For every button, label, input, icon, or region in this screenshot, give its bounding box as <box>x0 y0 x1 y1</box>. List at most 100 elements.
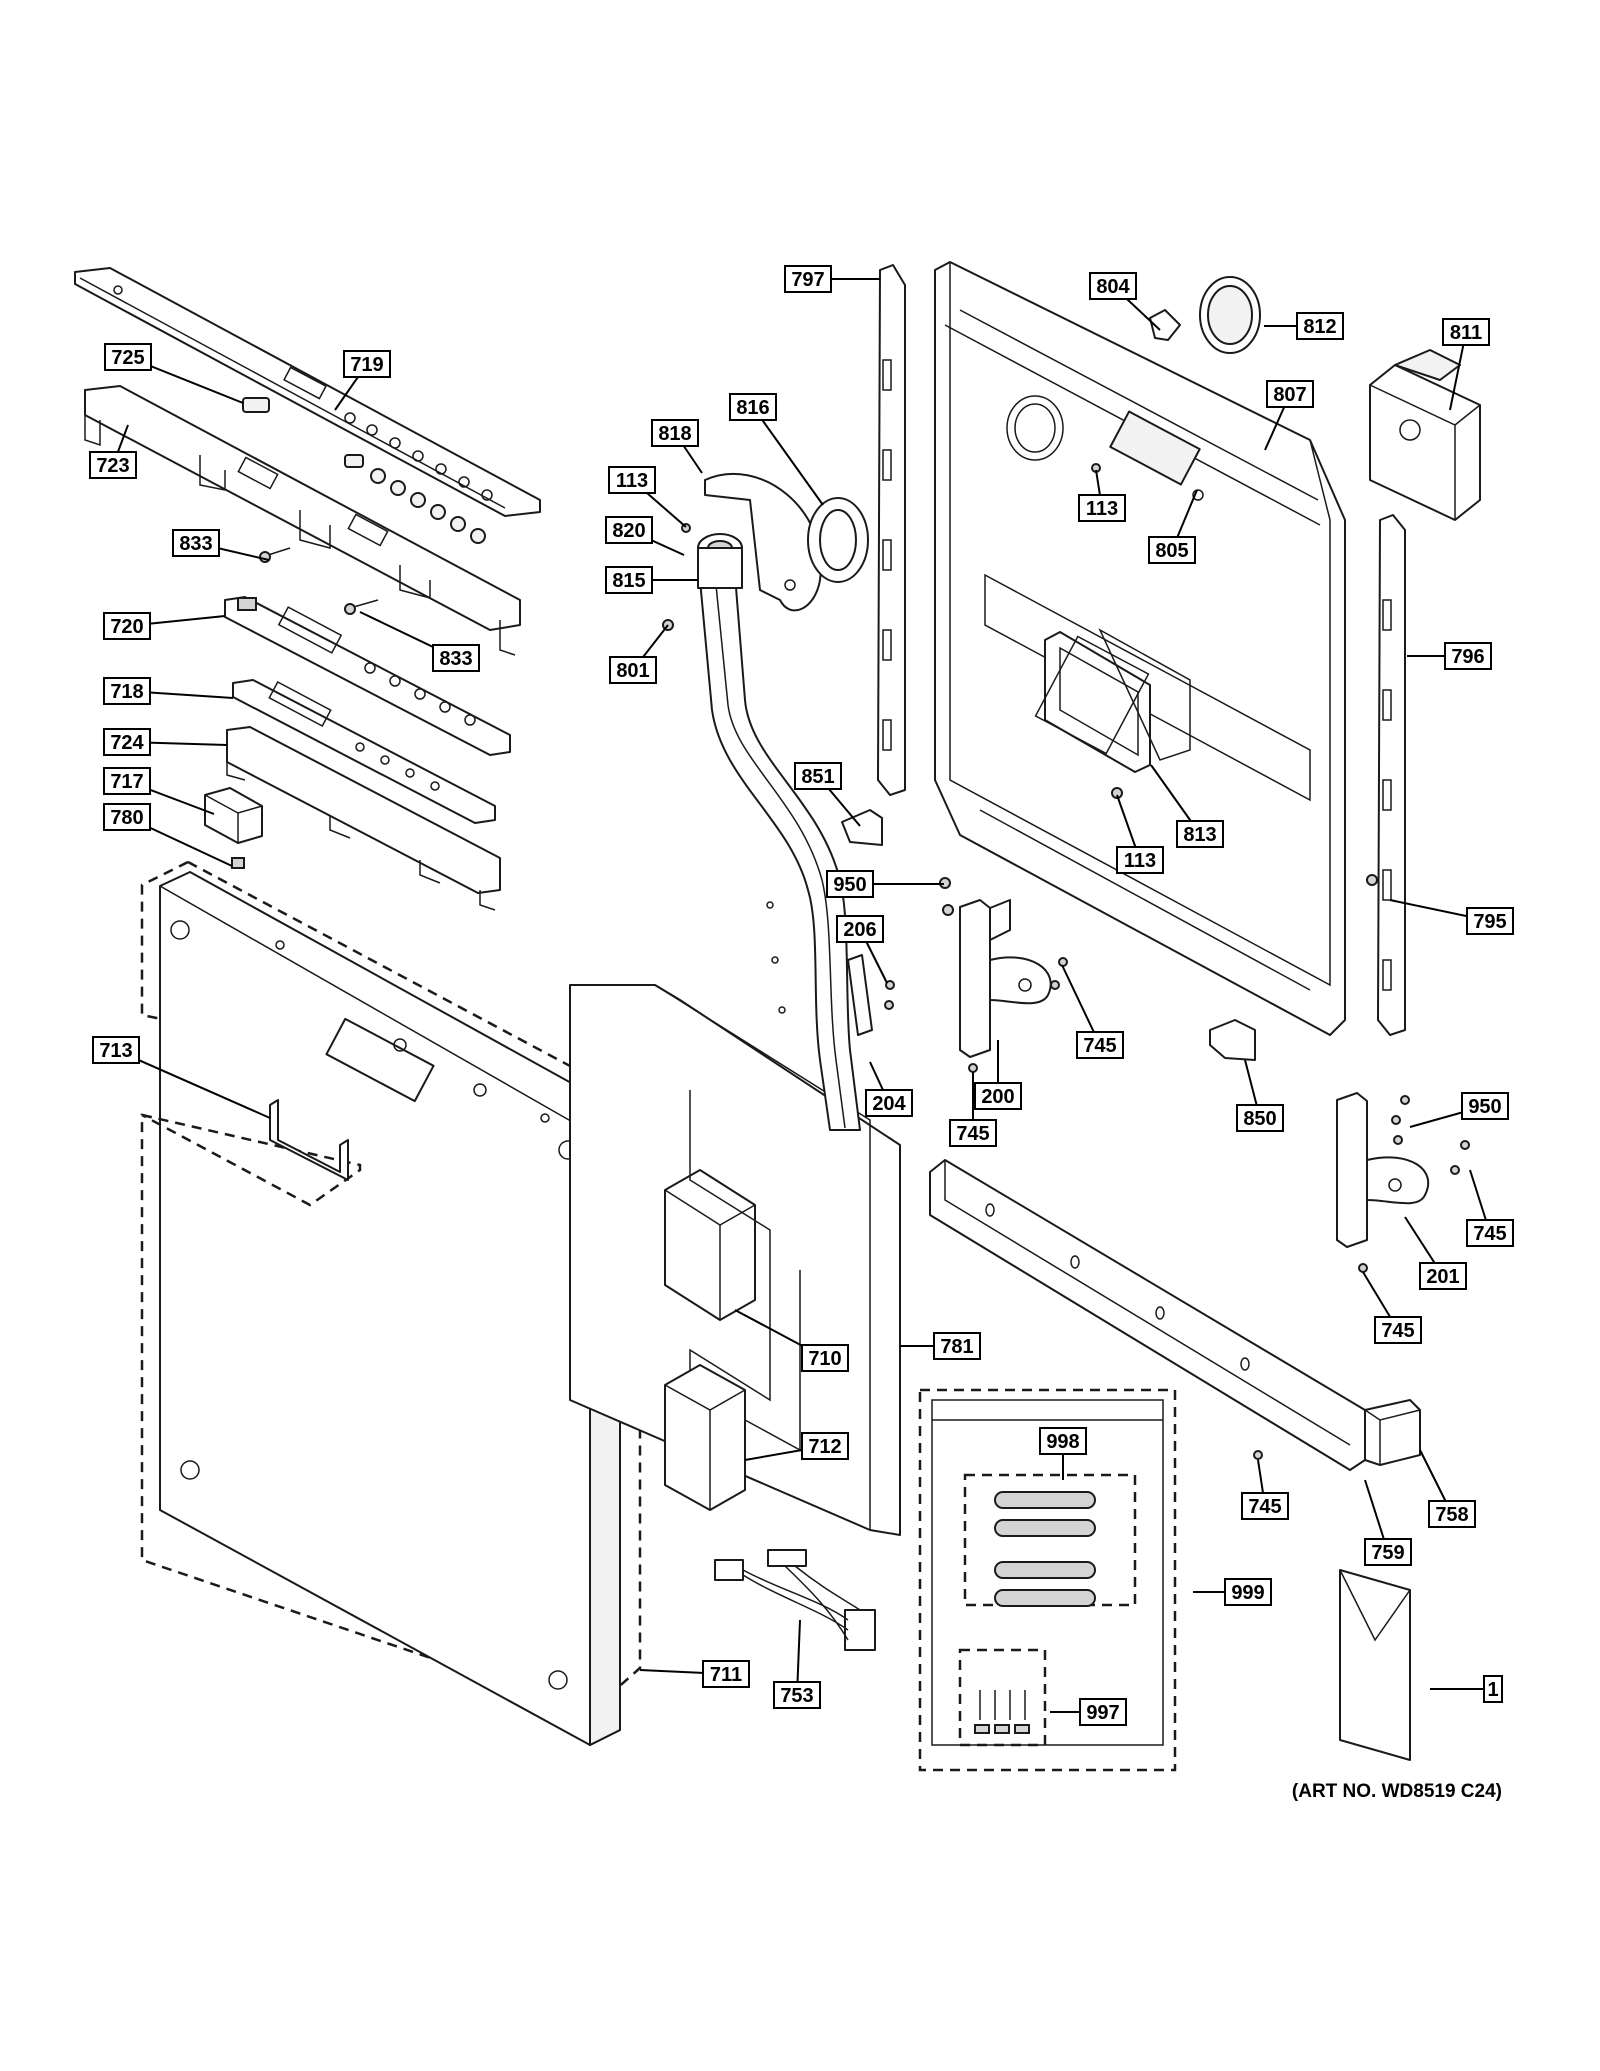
art-number: (ART NO. WD8519 C24) <box>1292 1781 1502 1802</box>
callout-number: 807 <box>1273 384 1306 406</box>
callout-719: 719 <box>334 350 391 411</box>
callout-number: 745 <box>1083 1035 1116 1057</box>
callout-box <box>1089 272 1137 300</box>
callout-833: 833 <box>359 611 480 672</box>
callout-box <box>826 870 874 898</box>
leader-line <box>115 1049 271 1119</box>
callout-box <box>103 677 151 705</box>
callout-number: 997 <box>1086 1702 1119 1724</box>
vent-cover-818 <box>704 473 822 612</box>
control-buttons-row <box>344 454 486 544</box>
callout-816: 816 <box>729 393 824 506</box>
vent-hose-815 <box>699 574 861 1131</box>
callout-number: 795 <box>1473 911 1506 933</box>
callout-number: 710 <box>808 1348 841 1370</box>
callout-box <box>1461 1092 1509 1120</box>
callout-box <box>1374 1316 1422 1344</box>
callout-number: 718 <box>110 681 143 703</box>
callout-745: 745 <box>949 1072 997 1147</box>
callout-number: 758 <box>1435 1504 1468 1526</box>
callout-box <box>1039 1427 1087 1455</box>
callout-number: 1 <box>1487 1679 1498 1701</box>
screw-745-d <box>1358 1263 1368 1273</box>
callout-725: 725 <box>104 343 244 404</box>
callout-745: 745 <box>1466 1169 1514 1247</box>
callout-number: 200 <box>981 1086 1014 1108</box>
inner-door-807 <box>934 261 1346 1036</box>
callout-717: 717 <box>103 767 215 815</box>
screw-745-e <box>1253 1450 1263 1460</box>
bracket-804 <box>1149 309 1181 341</box>
springs-998 <box>963 1473 1137 1607</box>
callout-745: 745 <box>1362 1271 1422 1344</box>
callout-number: 797 <box>791 269 824 291</box>
callout-number: 717 <box>110 771 143 793</box>
callout-box <box>605 566 653 594</box>
screws-745-a <box>1050 957 1068 990</box>
callout-number: 113 <box>1124 850 1156 872</box>
outer-door-panel-711 <box>159 871 621 1746</box>
callout-number: 201 <box>1426 1266 1459 1288</box>
callout-number: 813 <box>1183 824 1216 846</box>
callout-780: 780 <box>103 803 233 867</box>
callout-box <box>1079 1698 1127 1726</box>
callout-box <box>1078 494 1126 522</box>
callout-number: 113 <box>616 470 648 492</box>
callout-number: 780 <box>110 807 143 829</box>
callout-box <box>784 265 832 293</box>
vent-cap-812 <box>1199 276 1261 354</box>
screw-795 <box>1366 874 1378 886</box>
callout-number: 815 <box>612 570 645 592</box>
callout-805: 805 <box>1148 489 1198 564</box>
callout-number: 719 <box>350 354 383 376</box>
callout-950: 950 <box>1409 1092 1509 1128</box>
callout-number: 711 <box>710 1664 742 1686</box>
callout-number: 820 <box>612 520 645 542</box>
callout-box <box>103 612 151 640</box>
callout-950: 950 <box>826 870 944 898</box>
board-housing-724 <box>226 726 501 911</box>
callout-box <box>1483 1675 1503 1703</box>
screw-113-c <box>1111 787 1123 799</box>
callout-113: 113 <box>1078 469 1126 522</box>
callout-804: 804 <box>1089 272 1161 331</box>
literature-envelope-1 <box>1339 1569 1411 1761</box>
callout-number: 745 <box>1473 1223 1506 1245</box>
callout-number: 812 <box>1303 316 1336 338</box>
callout-number: 805 <box>1155 540 1188 562</box>
insulation-pad-710 <box>664 1090 801 1452</box>
callout-number: 816 <box>736 397 769 419</box>
callout-box <box>104 343 152 371</box>
bracket-850 <box>1209 1019 1256 1061</box>
callout-number: 745 <box>1381 1320 1414 1342</box>
callout-box <box>933 1332 981 1360</box>
callout-box <box>1419 1262 1467 1290</box>
bracket-204 <box>847 954 873 1036</box>
callout-box <box>1236 1104 1284 1132</box>
callout-758: 758 <box>1419 1449 1476 1528</box>
callout-712: 712 <box>744 1432 849 1461</box>
callout-number: 804 <box>1096 276 1130 298</box>
screws-950-b <box>1391 1095 1410 1145</box>
callout-box <box>608 466 656 494</box>
callout-204: 204 <box>865 1061 913 1117</box>
callout-number: 720 <box>110 616 143 638</box>
callout-number: 801 <box>616 660 649 682</box>
callout-box <box>794 762 842 790</box>
callout-997: 997 <box>1050 1698 1127 1726</box>
callout-781: 781 <box>900 1332 981 1360</box>
hardware-997 <box>958 1648 1047 1747</box>
callout-box <box>651 419 699 447</box>
callout-718: 718 <box>103 677 234 705</box>
callout-1: 1 <box>1430 1675 1503 1703</box>
callout-box <box>949 1119 997 1147</box>
callout-number: 818 <box>658 423 691 445</box>
callout-710: 710 <box>734 1309 849 1372</box>
callout-number: 998 <box>1046 1431 1079 1453</box>
callout-number: 206 <box>843 919 876 941</box>
callout-753: 753 <box>773 1619 821 1709</box>
callout-200: 200 <box>974 1040 1022 1110</box>
callout-box <box>974 1082 1022 1110</box>
callout-box <box>1428 1500 1476 1528</box>
door-handle-713 <box>141 1099 362 1207</box>
